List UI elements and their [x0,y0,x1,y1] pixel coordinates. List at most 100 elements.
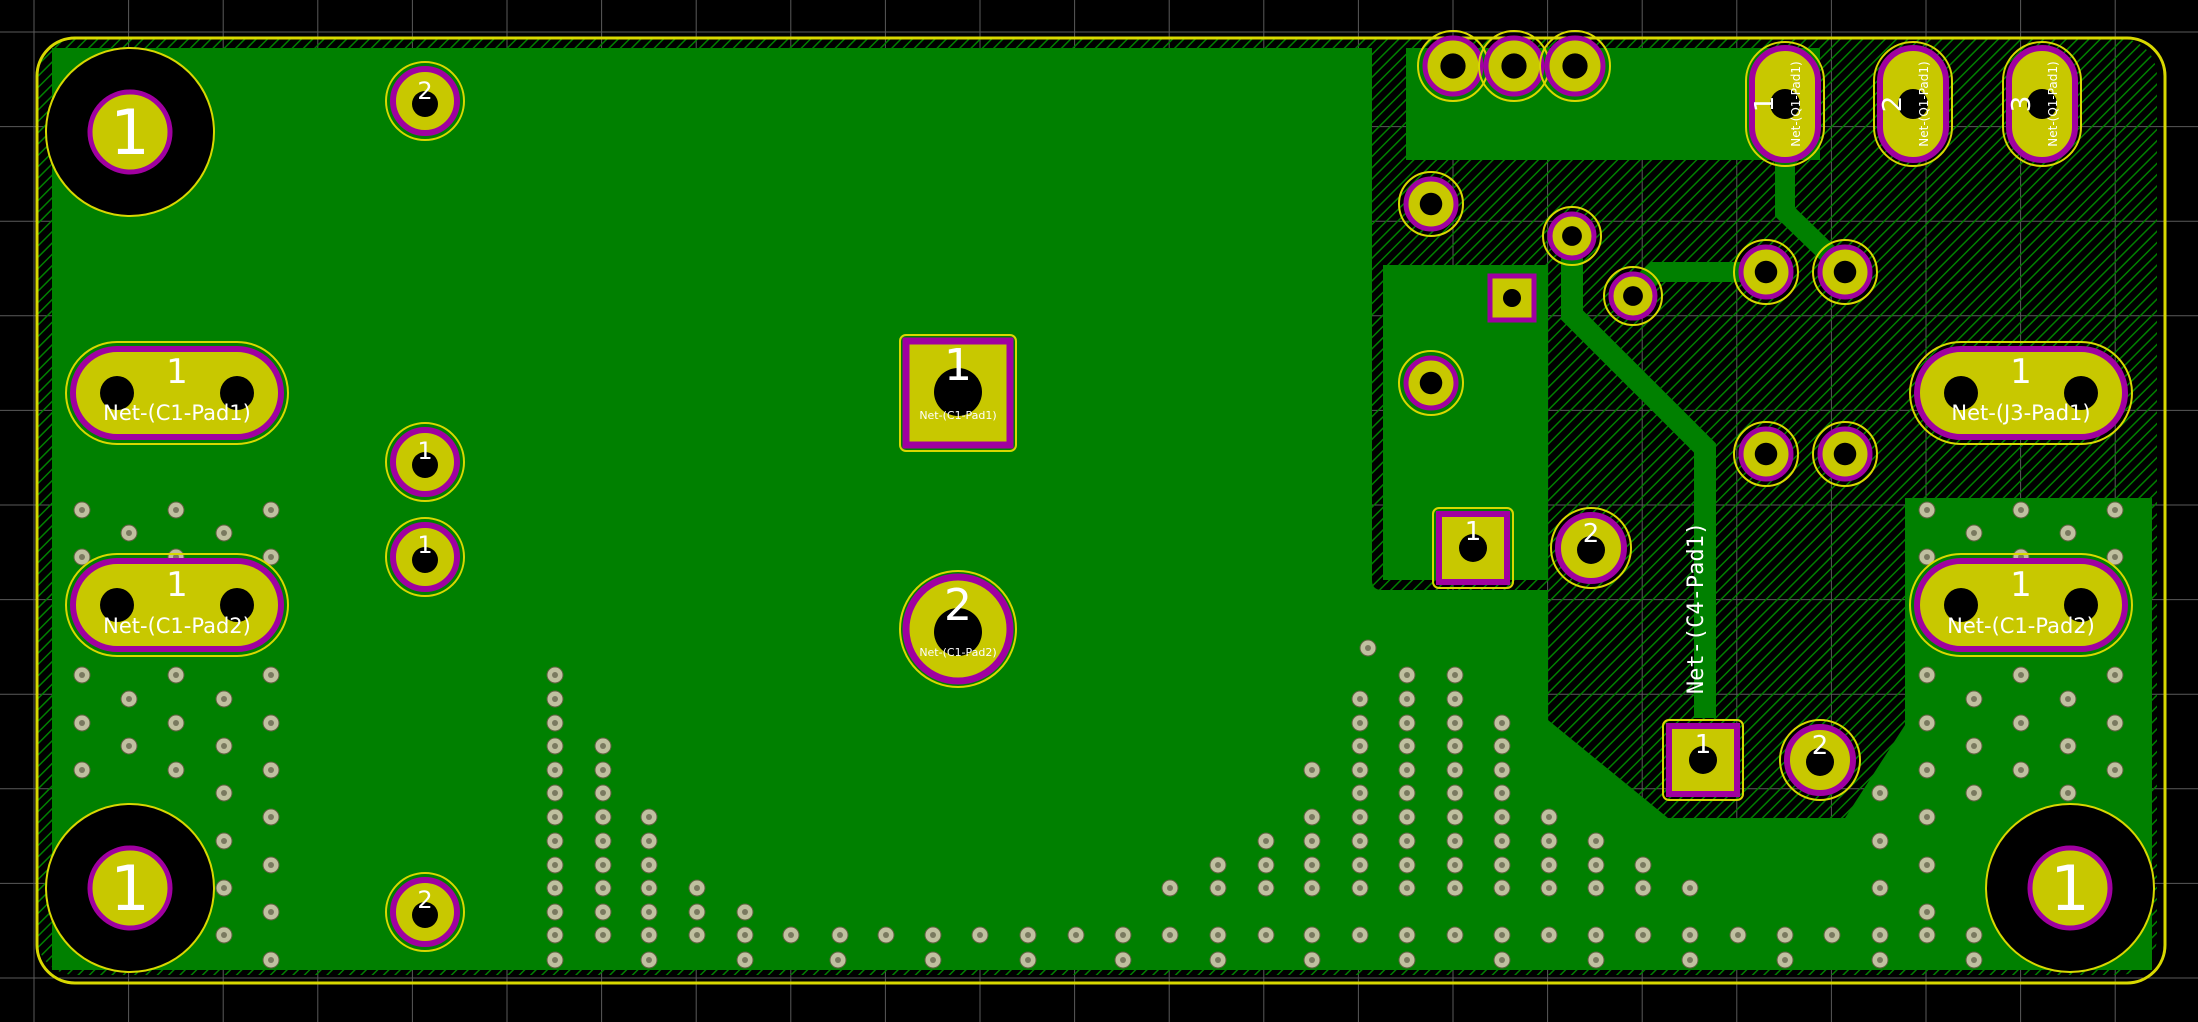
via-drill [1263,862,1269,868]
via-drill [552,672,558,678]
pad-net-label: Net-(J3-Pad1) [1951,401,2090,425]
via-drill [1924,767,1930,773]
via-drill [1924,720,1930,726]
round-pad[interactable]: 2 [1550,507,1632,589]
via-drill [1404,720,1410,726]
square-pad[interactable]: 1 Net-(C1-Pad1) [899,334,1017,452]
via-drill [1357,838,1363,844]
via-drill [268,767,274,773]
via-drill [742,909,748,915]
via-drill [1924,909,1930,915]
copper-pour [37,38,2157,975]
header-pad[interactable]: 1 Net-(Q1-Pad1) [1745,41,1825,167]
via-drill [837,932,843,938]
via-drill [1357,814,1363,820]
board-outline [35,36,2167,985]
via-drill [268,814,274,820]
drill-hole [1440,53,1466,79]
via-drill [1452,720,1458,726]
via-drill [552,767,558,773]
via-drill [835,957,841,963]
via-drill [1263,885,1269,891]
via-drill [552,720,558,726]
via-drill [2065,530,2071,536]
via-drill [1357,767,1363,773]
via-drill [1593,838,1599,844]
via-drill [268,862,274,868]
via-drill [552,790,558,796]
header-pad[interactable]: 3 Net-(Q1-Pad1) [2002,41,2082,167]
pad-clearance [1398,350,1464,416]
via-drill [694,909,700,915]
via-drill [646,885,652,891]
square-pad[interactable]: 1 [1662,719,1744,801]
via-drill [1877,957,1883,963]
via-drill [173,720,179,726]
pad-net-label: Net-(C1-Pad2) [1947,614,2095,638]
via-drill [1640,885,1646,891]
via-drill [79,767,85,773]
via-drill [1687,957,1693,963]
via-drill [79,672,85,678]
via-drill [1357,743,1363,749]
round-pad[interactable]: 2 [385,872,465,952]
mounting-hole-label: 1 [2050,852,2089,925]
via-drill [1971,696,1977,702]
via-drill [1073,932,1079,938]
via-drill [1971,530,1977,536]
via-drill [1263,932,1269,938]
via-drill [1971,957,1977,963]
pad-number: 2 [1878,96,1908,113]
oval-pad[interactable]: 1 Net-(C1-Pad2) [1909,553,2133,657]
via-drill [1309,885,1315,891]
pad-number: 1 [1750,96,1780,113]
mounting-hole[interactable]: 1 [45,803,215,973]
pad-number: 2 [1812,731,1829,761]
via-drill [221,790,227,796]
via-drill [1499,932,1505,938]
via-drill [1593,862,1599,868]
pad-clearance [1603,266,1663,326]
pad-number: 2 [944,580,972,631]
round-pad[interactable]: 2 [1779,719,1861,801]
round-pad[interactable]: 2 [385,61,465,141]
oval-pad[interactable]: 1 Net-(J3-Pad1) [1909,341,2133,445]
pad-number: 1 [417,437,432,465]
drill-hole [1562,53,1588,79]
oval-pad[interactable]: 1 Net-(C1-Pad2) [65,553,289,657]
via-drill [788,932,794,938]
drill-hole [1754,260,1778,284]
via-drill [552,909,558,915]
via-drill [600,838,606,844]
via-drill [1971,790,1977,796]
via-drill [79,507,85,513]
via-drill [1167,932,1173,938]
via-drill [268,909,274,915]
mounting-hole[interactable]: 1 [45,47,215,217]
via-drill [552,696,558,702]
via-drill [1640,862,1646,868]
mounting-hole[interactable]: 1 [1985,803,2155,973]
pad-net-label: Net-(Q1-Pad1) [1917,61,1931,146]
via-drill [79,554,85,560]
via-drill [552,838,558,844]
oval-pad[interactable]: 1 Net-(C1-Pad1) [65,341,289,445]
via-drill [1365,645,1371,651]
via-drill [977,932,983,938]
square-pad[interactable]: 1 [1432,507,1514,589]
via-drill [1404,814,1410,820]
round-pad[interactable]: 2 Net-(C1-Pad2) [899,570,1017,688]
drill-hole [1833,442,1857,466]
header-pad[interactable]: 2 Net-(Q1-Pad1) [1873,41,1953,167]
pad-net-label: Net-(C1-Pad2) [919,646,996,659]
via-drill [1877,885,1883,891]
round-pad[interactable]: 1 [385,517,465,597]
via-drill [2112,554,2118,560]
via-drill [2112,507,2118,513]
via-drill [2065,743,2071,749]
via-drill [1499,790,1505,796]
via-drill [1215,957,1221,963]
via-drill [1404,672,1410,678]
round-pad[interactable]: 1 [385,422,465,502]
via-drill [126,743,132,749]
